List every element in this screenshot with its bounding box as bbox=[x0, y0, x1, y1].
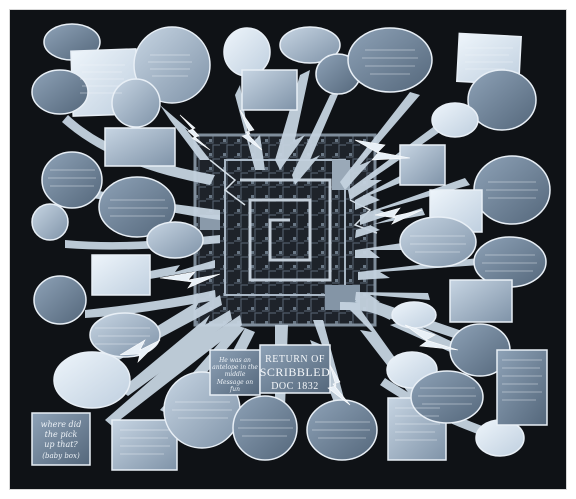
lightning-bolt-3 bbox=[354, 139, 411, 161]
center-note-line2: antelope in the bbox=[212, 364, 258, 371]
lightning-bolts bbox=[119, 109, 459, 406]
bottom-left-note-line4: (baby box) bbox=[42, 452, 80, 460]
bubble-right-8 bbox=[410, 370, 484, 424]
bubble-left-8 bbox=[89, 312, 161, 358]
center-note-line4: Message on bbox=[216, 379, 253, 386]
center-label-plate bbox=[259, 344, 331, 394]
lightning-bolt-6 bbox=[404, 324, 459, 351]
bubble-left-1 bbox=[31, 69, 89, 115]
note-top-center bbox=[241, 69, 298, 111]
note-bottom-left-2 bbox=[111, 419, 178, 471]
lightning-bolt-1 bbox=[179, 114, 211, 151]
center-label-line3: DOC 1832 bbox=[271, 381, 319, 392]
bubble-top-center-2 bbox=[279, 26, 341, 64]
center-note-line1: He was an bbox=[218, 357, 251, 364]
note-right-1 bbox=[399, 144, 446, 186]
bubble-left-9 bbox=[53, 351, 131, 409]
central-machine bbox=[193, 133, 378, 327]
note-bottom-center bbox=[209, 349, 261, 396]
bubble-right-5 bbox=[391, 301, 437, 329]
lightning-bolt-8 bbox=[119, 339, 161, 363]
bottom-left-note-line1: where did bbox=[41, 420, 82, 429]
lightning-bolt-7 bbox=[374, 207, 423, 225]
bubble-left-7 bbox=[33, 275, 87, 325]
lightning-bolt-4 bbox=[159, 271, 221, 289]
bubble-left-2 bbox=[111, 78, 161, 128]
bubble-top-center-1 bbox=[223, 27, 271, 77]
scribble-lines bbox=[48, 47, 542, 455]
bubble-left-4 bbox=[31, 203, 69, 241]
bottom-left-note-line2: the pick bbox=[45, 430, 78, 439]
center-label-line1: RETURN OF bbox=[265, 354, 325, 365]
bubble-left-6 bbox=[146, 221, 204, 259]
lightning-bolt-2 bbox=[239, 109, 263, 151]
bubble-top-right-1 bbox=[347, 27, 433, 93]
bubble-right-small-1 bbox=[431, 102, 479, 138]
bubble-top-left-2 bbox=[133, 26, 211, 104]
note-bottom-left bbox=[31, 412, 91, 466]
artwork-frame: RETURN OF SCRIBBLED DOC 1832 He was an a… bbox=[10, 10, 566, 489]
bubble-left-5 bbox=[98, 176, 176, 238]
note-left-1 bbox=[104, 127, 176, 167]
lightning-bolt-5 bbox=[327, 364, 351, 406]
note-left-2 bbox=[91, 254, 151, 296]
bubble-left-3 bbox=[41, 151, 103, 209]
bottom-left-note-line3: up that? bbox=[44, 440, 78, 449]
center-label-line2: SCRIBBLED bbox=[260, 365, 331, 379]
center-note-line5: fun bbox=[229, 386, 240, 393]
note-right-4 bbox=[496, 349, 548, 426]
bottom-left-note: where did the pick up that? (baby box) bbox=[41, 420, 82, 460]
artwork-canvas: RETURN OF SCRIBBLED DOC 1832 He was an a… bbox=[31, 23, 551, 471]
center-note-line3: middle bbox=[225, 371, 246, 378]
bubble-top-right-2 bbox=[467, 69, 537, 131]
center-note: He was an antelope in the middle Message… bbox=[212, 357, 258, 393]
bubble-right-3 bbox=[399, 216, 477, 268]
center-label: RETURN OF SCRIBBLED DOC 1832 bbox=[260, 354, 331, 392]
note-right-3 bbox=[449, 279, 513, 323]
